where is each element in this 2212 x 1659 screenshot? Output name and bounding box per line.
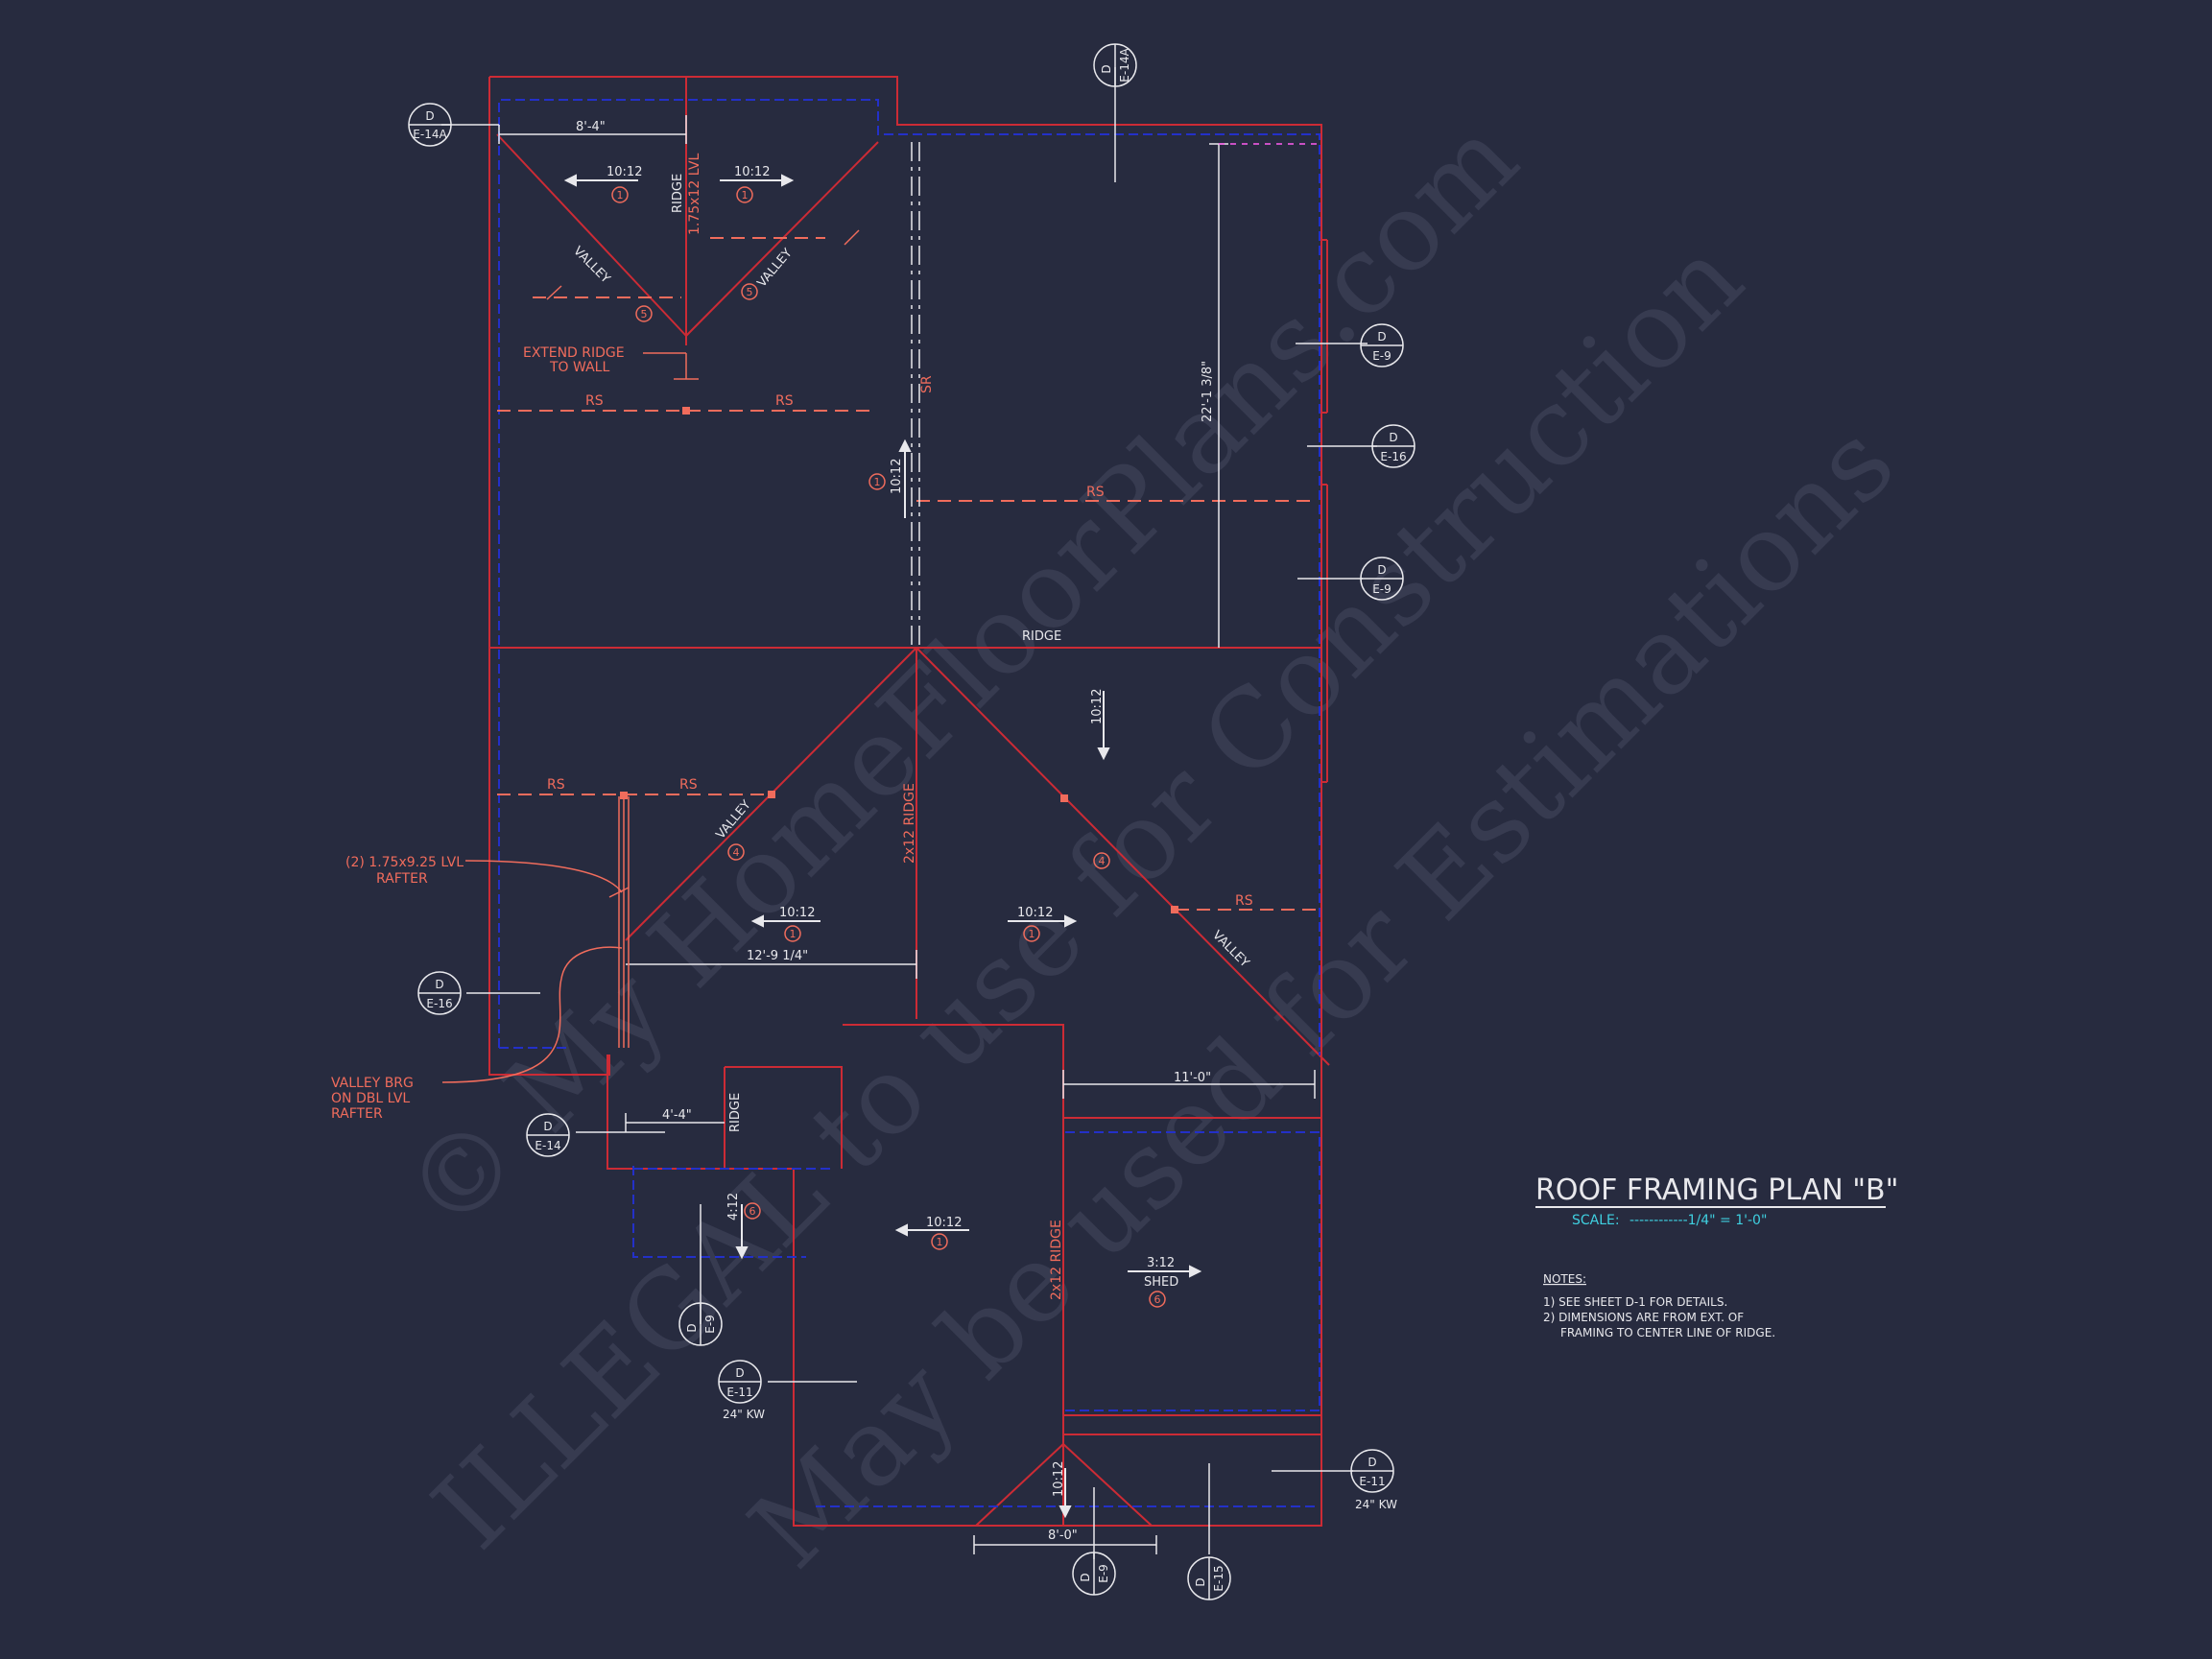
notes-block: NOTES: 1) SEE SHEET D-1 FOR DETAILS. 2) … (1543, 1272, 1775, 1339)
dimension-label: 8'-4" (576, 120, 606, 134)
pitch-label: 4:12 (726, 1193, 741, 1221)
rs-label: RS (1086, 485, 1105, 500)
pitch-label: 10:12 (1090, 689, 1105, 724)
callout-letter: D (735, 1366, 744, 1380)
callout-letter: D (1368, 1456, 1376, 1469)
note-line: 1) SEE SHEET D-1 FOR DETAILS. (1543, 1295, 1727, 1309)
callout-sheet: E-14 (535, 1139, 560, 1152)
marker-4: 4 (733, 846, 740, 859)
dimension-label: 11'-0" (1174, 1071, 1211, 1085)
callout-letter: D (1100, 64, 1113, 73)
marker-5: 5 (747, 286, 753, 298)
dimension-label: 12'-9 1/4" (747, 949, 808, 963)
callout-sheet: E-15 (1212, 1565, 1225, 1591)
callout-letter: D (1377, 563, 1386, 577)
valley-brg-label: VALLEY BRG (331, 1076, 414, 1091)
rs-label: RS (585, 393, 604, 409)
circled-marker-numbers: 1 1 5 5 1 4 4 1 1 1 6 6 (617, 189, 1161, 1306)
callout-sheet: E-9 (1372, 582, 1391, 596)
dimension-lines (498, 115, 1320, 1554)
callout-letter: D (685, 1323, 699, 1332)
note-line: 2) DIMENSIONS ARE FROM EXT. OF (1543, 1311, 1744, 1324)
callout-sheet: E-16 (426, 997, 452, 1010)
watermark: © My HomeFloorPlans.com ILLEGAL to use f… (381, 96, 1918, 1592)
callout-sheet: E-9 (1372, 349, 1391, 363)
title-block: ROOF FRAMING PLAN "B" SCALE: -----------… (1535, 1173, 1898, 1228)
rs-label: RS (679, 777, 698, 793)
marker-6: 6 (1154, 1293, 1161, 1306)
pitch-label: 10:12 (1052, 1461, 1066, 1497)
red-leaders (441, 229, 860, 1083)
plan-title: ROOF FRAMING PLAN "B" (1535, 1173, 1898, 1207)
pitch-label: 10:12 (734, 165, 770, 179)
callout-sheet: E-14A (1118, 48, 1131, 83)
callout-letter: D (1389, 431, 1397, 444)
marker-1: 1 (790, 928, 797, 940)
callout-sheet: E-11 (1359, 1475, 1385, 1488)
lvl-rafter-label-2: RAFTER (376, 871, 428, 887)
sr-line (911, 142, 920, 648)
scale-label: SCALE: (1572, 1213, 1620, 1228)
pitch-label: 10:12 (779, 906, 815, 920)
ridge-label: RIDGE (671, 174, 685, 213)
valley-label: VALLEY (755, 246, 796, 290)
callout-sheet: E-11 (726, 1386, 752, 1399)
extend-ridge-label-2: TO WALL (549, 360, 609, 375)
note-line: FRAMING TO CENTER LINE OF RIDGE. (1560, 1326, 1775, 1339)
ridge-label: RIDGE (728, 1093, 743, 1132)
detail-callouts (408, 43, 1415, 1600)
dimension-label: 4'-4" (662, 1108, 692, 1123)
callout-letter: D (1194, 1577, 1207, 1586)
callout-letter: D (435, 978, 443, 991)
callout-sheet: E-16 (1380, 450, 1406, 463)
pitch-label: 3:12 (1147, 1256, 1175, 1270)
shed-label: SHED (1144, 1275, 1178, 1290)
valley-brg-label-2: ON DBL LVL (331, 1091, 410, 1106)
dimension-label: 22'-1 3/8" (1201, 361, 1215, 422)
pitch-arrows (563, 174, 1202, 1519)
pitch-label: 10:12 (890, 459, 904, 494)
callout-kw: 24" KW (1355, 1498, 1397, 1511)
ridge-2x12-label: 2x12 RIDGE (1049, 1220, 1064, 1300)
marker-6: 6 (749, 1205, 756, 1218)
extend-ridge-label: EXTEND RIDGE (523, 345, 625, 361)
notes-heading: NOTES: (1543, 1272, 1586, 1286)
ridge-2x12-label: 2x12 RIDGE (902, 783, 917, 864)
callout-sheet: E-9 (703, 1315, 717, 1334)
marker-5: 5 (641, 308, 648, 320)
dimension-label: 8'-0" (1048, 1529, 1078, 1543)
valley-brg-label-3: RAFTER (331, 1106, 383, 1122)
callout-letter: D (425, 109, 434, 123)
pitch-label: 10:12 (1017, 906, 1053, 920)
circled-markers (611, 186, 1166, 1308)
callout-letter: D (1079, 1573, 1092, 1581)
pitch-label: 10:12 (607, 165, 642, 179)
callout-sheet: E-14A (413, 128, 447, 141)
callout-kw: 24" KW (723, 1408, 765, 1421)
ridge-lvl-label: 1.75x12 LVL (687, 153, 702, 235)
sr-label: SR (919, 375, 935, 393)
marker-1: 1 (874, 476, 881, 488)
red-labels: EXTEND RIDGE TO WALL RS RS RS RS RS RS S… (331, 153, 1253, 1300)
pitch-label: 10:12 (926, 1216, 962, 1230)
detail-callout-text: D E-14A D E-14A D E-9 D E-16 D E-9 D E-1… (413, 48, 1406, 1592)
rs-label: RS (775, 393, 794, 409)
scale-value: ------------1/4" = 1'-0" (1629, 1213, 1767, 1228)
marker-1: 1 (937, 1236, 943, 1248)
ridge-label: RIDGE (1022, 629, 1061, 644)
rs-label: RS (547, 777, 565, 793)
lvl-rafter-label: (2) 1.75x9.25 LVL (345, 855, 464, 870)
marker-1: 1 (1029, 928, 1035, 940)
point-markers (620, 407, 1178, 913)
callout-sheet: E-9 (1097, 1564, 1110, 1583)
marker-4: 4 (1099, 855, 1106, 867)
marker-1: 1 (742, 189, 749, 201)
rs-label: RS (1235, 893, 1253, 909)
marker-1: 1 (617, 189, 624, 201)
rs-lines (497, 237, 1317, 911)
callout-letter: D (543, 1120, 552, 1133)
callout-letter: D (1377, 330, 1386, 344)
